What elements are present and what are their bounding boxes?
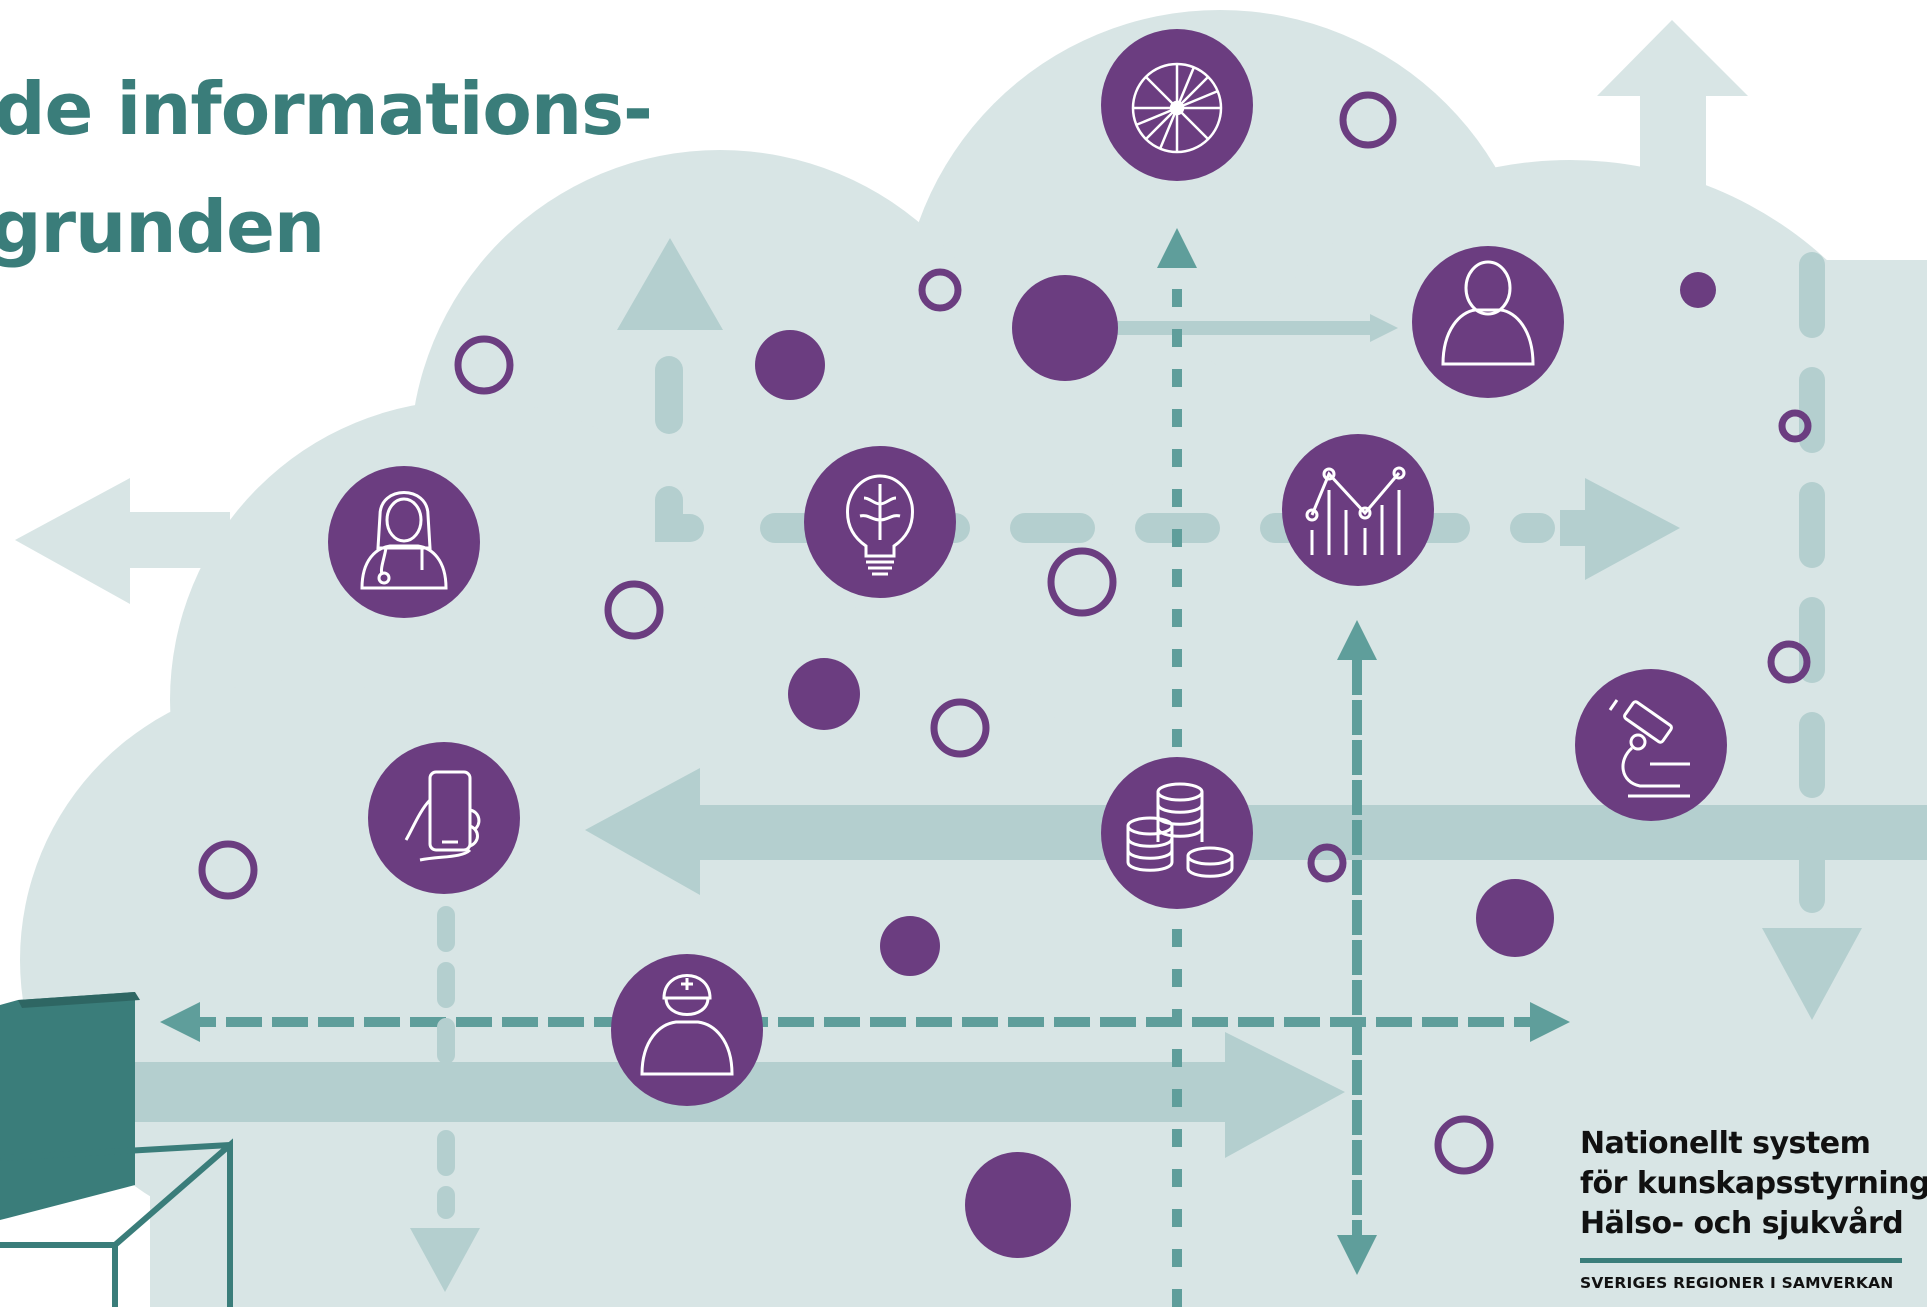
logo-subtitle: SVERIGES REGIONER I SAMVERKAN bbox=[1580, 1274, 1894, 1292]
connector-arrowhead bbox=[1370, 314, 1398, 342]
page-title: de informations- grunden bbox=[0, 50, 653, 286]
pie-chart-icon bbox=[1101, 29, 1253, 181]
computer-monitor-icon bbox=[0, 992, 233, 1307]
logo-divider bbox=[1580, 1258, 1902, 1263]
smartphone-icon bbox=[368, 742, 520, 894]
doctor-icon bbox=[328, 466, 480, 618]
nurse-icon bbox=[611, 954, 763, 1106]
microscope-icon bbox=[1575, 669, 1727, 821]
coins-icon bbox=[1101, 757, 1253, 909]
brain-lightbulb-icon bbox=[804, 446, 956, 598]
logo-line-3: Hälso- och sjukvård bbox=[1580, 1206, 1904, 1241]
logo-line-1: Nationellt system bbox=[1580, 1126, 1871, 1161]
title-line-1: de informations- bbox=[0, 67, 653, 151]
person-icon bbox=[1412, 246, 1564, 398]
organization-logo: Nationellt system för kunskapsstyrning H… bbox=[1580, 1124, 1927, 1292]
logo-text: Nationellt system för kunskapsstyrning H… bbox=[1580, 1124, 1927, 1244]
line-bar-chart-icon bbox=[1282, 434, 1434, 586]
logo-line-2: för kunskapsstyrning bbox=[1580, 1166, 1927, 1201]
title-line-2: grunden bbox=[0, 185, 325, 269]
decorative-dots bbox=[198, 91, 1812, 1258]
light-arrows bbox=[15, 20, 1927, 1292]
